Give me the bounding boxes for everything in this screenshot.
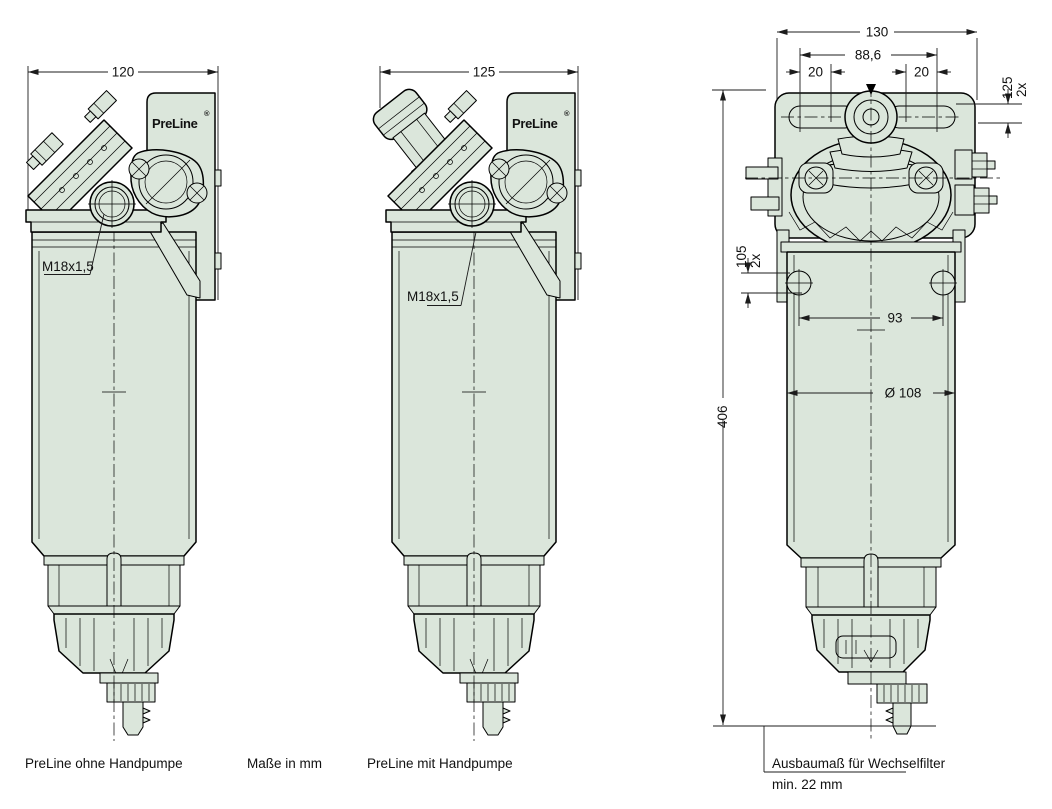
removal-clearance-note: Ausbaumaß für Wechselfilter min. 22 mm — [713, 725, 946, 792]
clamp-screws — [798, 162, 944, 194]
preline-logo: PreLine — [152, 116, 198, 131]
dim-left-width-label: 120 — [112, 65, 135, 80]
hex-fitting-upper — [441, 90, 477, 126]
registered-mark-icon: ® — [204, 109, 210, 118]
registered-mark-icon: ® — [564, 109, 570, 118]
dim-middle-width-label: 125 — [473, 65, 496, 80]
dim-side-hole-offset-label: 105 — [734, 245, 749, 268]
dimension-105-2x: 105 2x — [734, 245, 802, 308]
caption-left-view: PreLine ohne Handpumpe — [25, 756, 183, 771]
view-front: 130 88,6 20 20 125 2x — [712, 25, 1029, 792]
lower-mount-holes — [785, 269, 957, 297]
dimension-93: 93 — [798, 296, 944, 326]
filter-body — [391, 228, 557, 742]
hex-fitting-upper — [81, 90, 117, 126]
removal-note-line1: Ausbaumaß für Wechselfilter — [772, 756, 946, 771]
thread-callout: M18x1,5 — [42, 213, 105, 275]
thread-label: M18x1,5 — [42, 259, 94, 274]
caption-middle-view: PreLine mit Handpumpe — [367, 756, 513, 771]
filter-body — [31, 228, 197, 742]
dim-upper-slot-offset-label: 125 — [1000, 76, 1015, 99]
dim-lower-hole-spacing-label: 93 — [887, 311, 902, 326]
dimension-diameter-108: Ø 108 — [787, 386, 955, 401]
thread-label: M18x1,5 — [407, 289, 459, 304]
dim-slot-length-right-label: 20 — [914, 65, 929, 80]
dim-side-hole-count-label: 2x — [748, 253, 763, 268]
dimension-406: 406 — [712, 89, 766, 725]
thread-callout: M18x1,5 — [407, 231, 477, 306]
dimension-20-left: 20 — [786, 64, 845, 122]
dim-body-diameter-label: Ø 108 — [885, 386, 922, 401]
dim-overall-height-label: 406 — [715, 405, 730, 428]
left-connector-prongs — [745, 157, 783, 217]
view-preline-without-handpump: 120 PreLine ® M18x1,5 — [23, 65, 222, 742]
removal-note-line2: min. 22 mm — [772, 777, 843, 792]
dim-upper-slot-count-label: 2x — [1014, 82, 1029, 97]
dim-upper-hole-spacing-label: 88,6 — [855, 48, 881, 63]
centerline-arrow-icon — [866, 84, 876, 95]
dim-slot-length-left-label: 20 — [808, 65, 823, 80]
dimension-88-6: 88,6 — [799, 48, 938, 132]
right-hex-fittings — [954, 149, 998, 216]
preline-logo: PreLine — [512, 116, 558, 131]
view-preline-with-handpump: 125 PreLine ® M18x1,5 — [372, 65, 582, 742]
dimension-20-right: 20 — [892, 64, 951, 122]
dimension-125-2x: 125 2x — [956, 76, 1029, 138]
dimension-130: 130 — [776, 25, 978, 100]
caption-units: Maße in mm — [247, 756, 322, 771]
dim-overall-width-label: 130 — [866, 25, 889, 40]
